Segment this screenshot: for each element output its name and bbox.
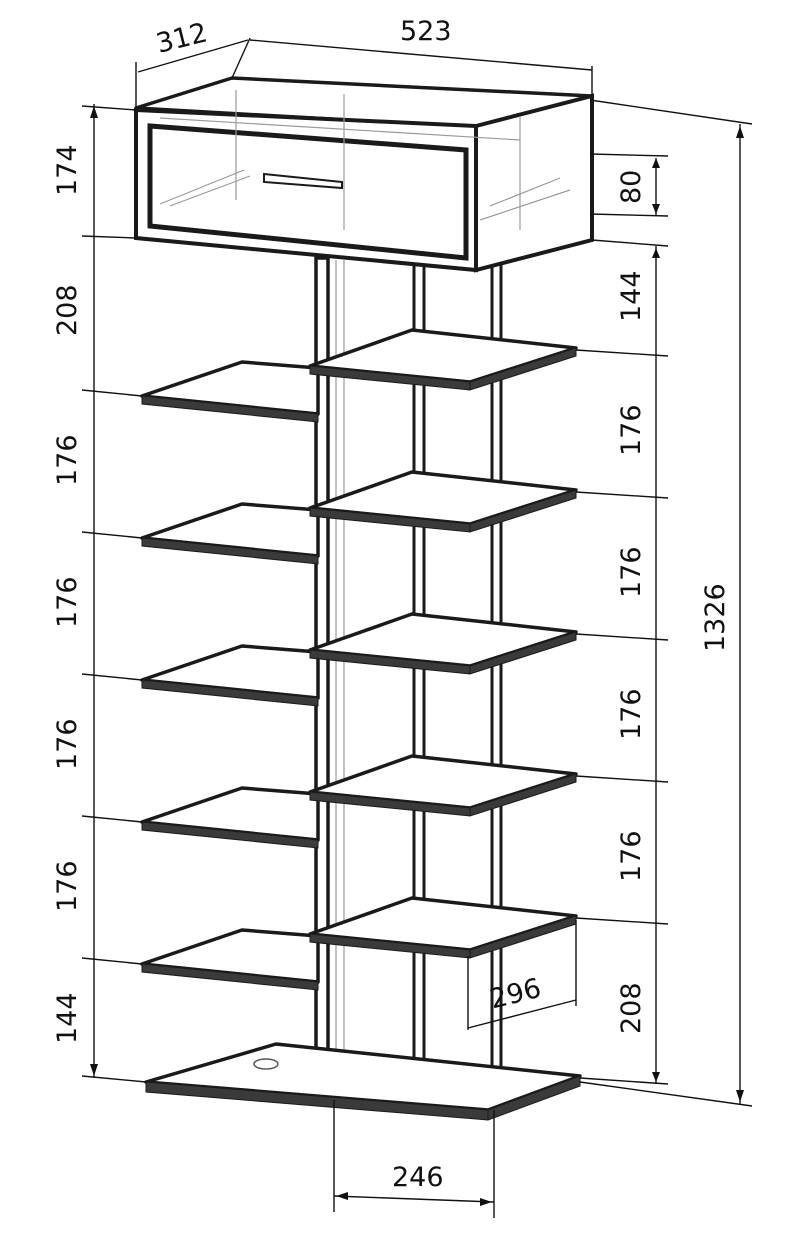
right-shelf: [308, 612, 578, 675]
dim-gap-left: 208: [52, 284, 83, 336]
dim-left-spacing-3: 176: [52, 718, 83, 770]
dim-post-width: 246: [392, 1162, 444, 1193]
dim-left-spacing-4: 176: [52, 860, 83, 912]
dimension-lines: [81, 37, 753, 1218]
dim-gap-right: 144: [616, 270, 647, 322]
dim-cabinet-height: 174: [52, 144, 83, 196]
dim-total-height: 1326: [700, 583, 731, 652]
right-shelf: [308, 754, 578, 817]
dim-left-bottom-gap: 144: [52, 992, 83, 1044]
left-shelf: [140, 786, 320, 849]
dimension-arrows: [90, 106, 744, 1206]
right-shelf: [308, 328, 578, 391]
right-shelves: [308, 328, 578, 959]
cabinet-side: [474, 93, 594, 273]
left-shelves: [140, 360, 320, 991]
dim-right-spacing-2: 176: [616, 546, 647, 598]
drawer-front: [147, 123, 469, 261]
top-cabinet: [134, 76, 594, 273]
left-shelf: [140, 928, 320, 991]
dim-right-spacing-1: 176: [616, 404, 647, 456]
left-shelf: [140, 644, 320, 707]
dim-right-spacing-3: 176: [616, 688, 647, 740]
dim-drawer-height: 80: [616, 170, 647, 204]
dim-right-spacing-4: 176: [616, 830, 647, 882]
right-shelf: [308, 896, 578, 959]
dim-cabinet-width: 523: [400, 16, 452, 47]
right-shelf: [308, 470, 578, 533]
left-shelf: [140, 502, 320, 565]
dim-left-spacing-2: 176: [52, 576, 83, 628]
dim-left-spacing-1: 176: [52, 434, 83, 486]
left-shelf: [140, 360, 320, 423]
dim-right-bottom-gap: 208: [616, 982, 647, 1034]
drawer-handle: [263, 172, 343, 190]
base-plate: [144, 1042, 582, 1121]
